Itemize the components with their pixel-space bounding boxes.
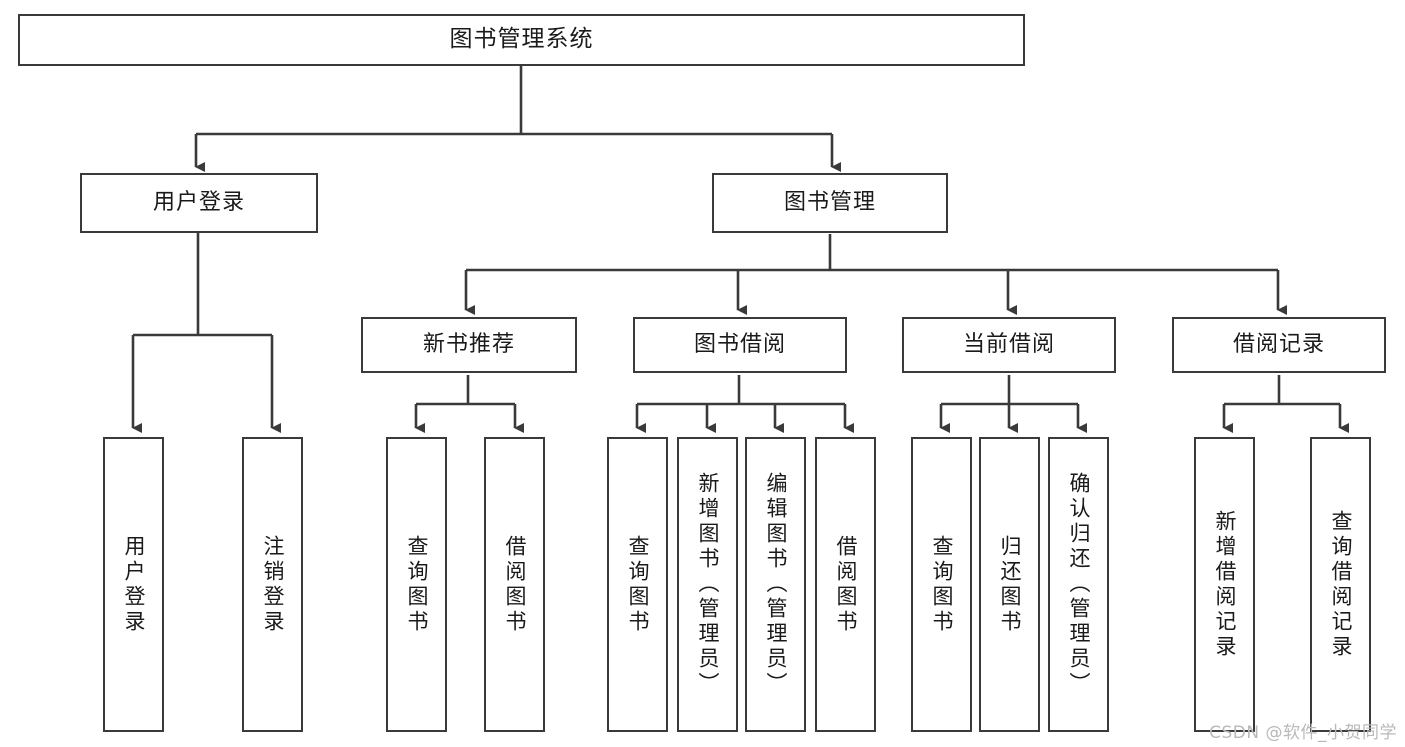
node-label: 查询图书 [626,534,650,635]
node-leaf-query-book-current[interactable]: 查询图书 [911,437,972,732]
node-borrow-record[interactable]: 借阅记录 [1172,317,1386,373]
node-leaf-return-book[interactable]: 归还图书 [979,437,1040,732]
node-label: 新书推荐 [422,332,515,358]
node-user-login[interactable]: 用户登录 [80,173,318,233]
node-leaf-query-borrow-record[interactable]: 查询借阅记录 [1310,437,1371,732]
node-leaf-borrow-book[interactable]: 借阅图书 [815,437,876,732]
node-leaf-add-borrow-record[interactable]: 新增借阅记录 [1194,437,1255,732]
node-book-borrow[interactable]: 图书借阅 [633,317,847,373]
node-leaf-query-book-borrow[interactable]: 查询图书 [607,437,668,732]
node-label: 归还图书 [998,534,1022,635]
node-label: 查询图书 [930,534,954,635]
node-label: 新增图书（管理员） [696,472,720,697]
node-label: 用户登录 [122,534,146,635]
node-label: 当前借阅 [962,332,1055,358]
node-leaf-logout[interactable]: 注销登录 [242,437,303,732]
node-label: 编辑图书（管理员） [764,472,788,697]
node-label: 注销登录 [261,534,285,635]
node-label: 借阅记录 [1232,332,1325,358]
node-label: 借阅图书 [503,534,527,635]
node-label: 查询图书 [405,534,429,635]
node-new-book-recommend[interactable]: 新书推荐 [361,317,577,373]
node-root-book-management-system[interactable]: 图书管理系统 [18,14,1025,66]
node-label: 图书管理系统 [449,26,594,53]
node-label: 用户登录 [152,190,245,216]
node-leaf-edit-book-admin[interactable]: 编辑图书（管理员） [745,437,806,732]
node-leaf-query-book-recommend[interactable]: 查询图书 [386,437,447,732]
node-label: 图书管理 [783,190,876,216]
node-leaf-confirm-return-admin[interactable]: 确认归还（管理员） [1048,437,1109,732]
node-leaf-borrow-book-recommend[interactable]: 借阅图书 [484,437,545,732]
node-label: 借阅图书 [834,534,858,635]
node-label: 确认归还（管理员） [1067,472,1091,697]
node-leaf-add-book-admin[interactable]: 新增图书（管理员） [677,437,738,732]
node-label: 新增借阅记录 [1213,509,1237,660]
node-label: 图书借阅 [693,332,786,358]
node-leaf-user-login[interactable]: 用户登录 [103,437,164,732]
node-label: 查询借阅记录 [1329,509,1353,660]
node-book-management[interactable]: 图书管理 [712,173,948,233]
node-current-borrow[interactable]: 当前借阅 [902,317,1116,373]
